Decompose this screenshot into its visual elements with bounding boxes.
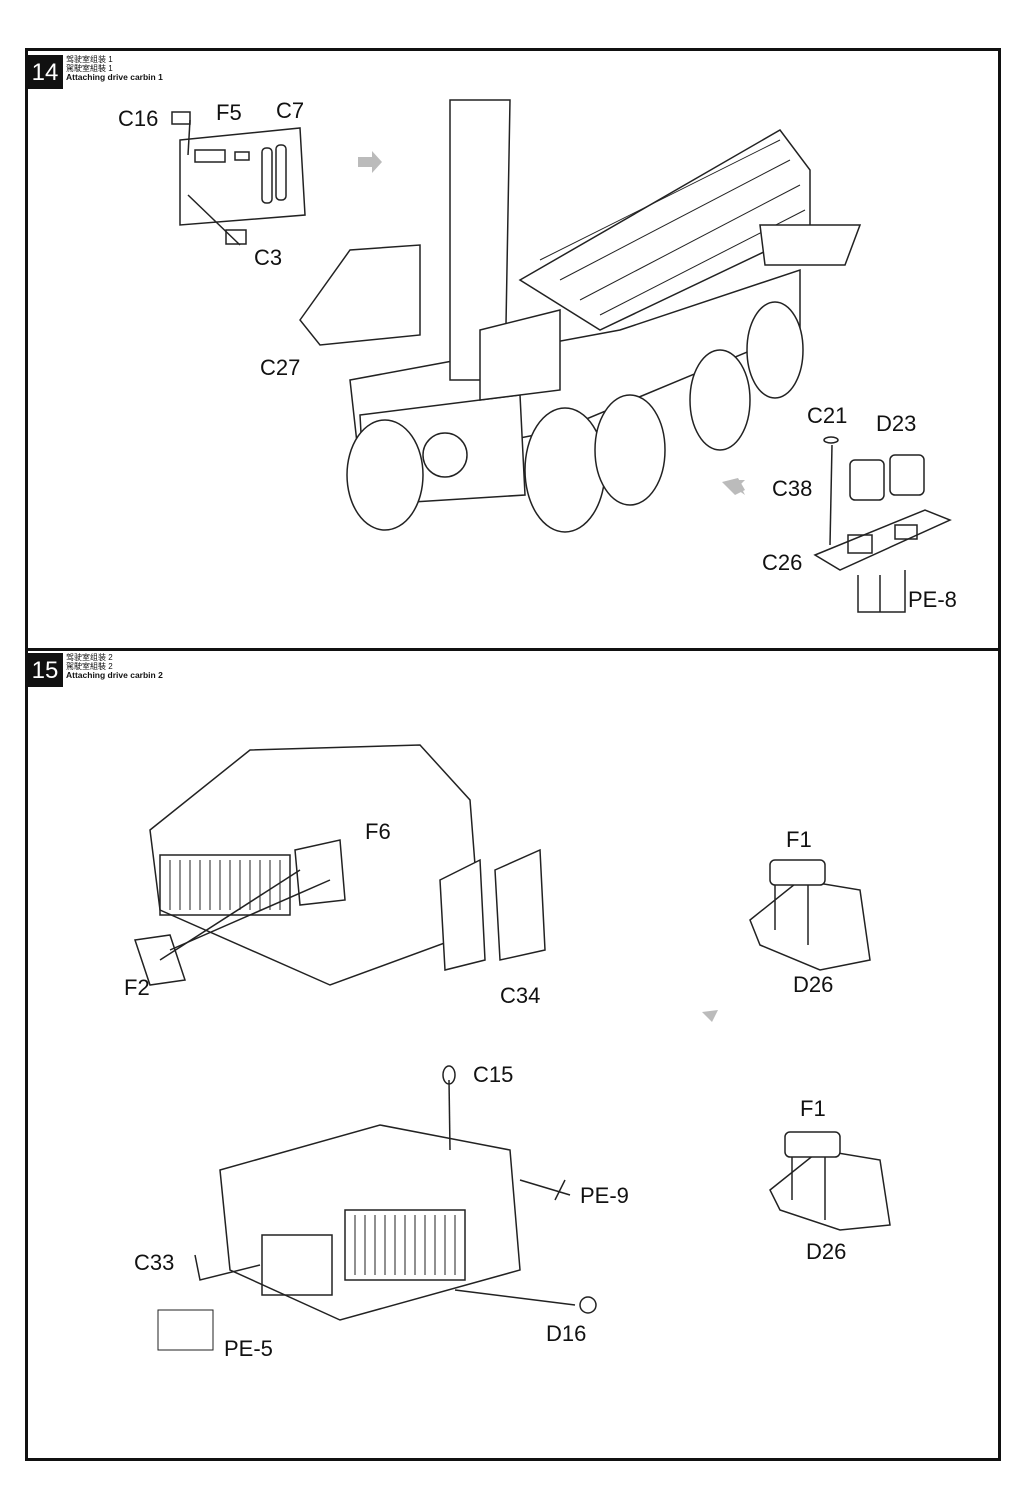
direction-arrow [722,478,745,495]
part-label-c34: C34 [500,983,541,1008]
launcher-truck-drawing [299,99,862,533]
truck-cab-drawing [134,744,546,986]
part-label-pe-5: PE-5 [224,1336,273,1361]
part-label-d16: D16 [546,1321,587,1346]
part-label-c3: C3 [254,245,283,270]
step-divider [25,648,1001,651]
part-label-f6: F6 [365,819,391,844]
part-label-c15: C15 [473,1062,514,1087]
part-label-f5: F5 [216,100,242,125]
seat-base-drawing-1 [749,859,871,971]
part-label-c33: C33 [134,1250,175,1275]
part-label-d26: D26 [793,972,834,997]
step-15-title-cn-traditional: 駕駛室組裝 2 [66,662,113,671]
part-label-pe-8: PE-8 [908,587,957,612]
part-label-d26-2: D26 [806,1239,847,1264]
step-14-header: 驾驶室组装 1 駕駛室組裝 1 Attaching drive carbin 1 [66,55,163,82]
step-14-title-en: Attaching drive carbin 1 [66,72,163,82]
part-label-c27: C27 [260,355,301,380]
step-15-number: 15 [27,653,63,687]
step-15-header: 驾驶室组装 2 駕駛室組裝 2 Attaching drive carbin 2 [66,653,163,680]
page-frame [25,48,1001,1461]
part-label-f2: F2 [124,975,150,1000]
cabin-panel-drawing [171,111,306,246]
seat-base-drawing-2 [769,1131,891,1231]
part-label-c21: C21 [807,403,848,428]
step-15-title-en: Attaching drive carbin 2 [66,670,163,680]
step-14-number: 14 [27,55,63,89]
part-label-f1: F1 [786,827,812,852]
step-14-title-cn-simplified: 驾驶室组装 1 [66,55,113,64]
truck-cab-lower-drawing [157,1065,597,1351]
part-label-c26: C26 [762,550,803,575]
part-label-c16: C16 [118,106,159,131]
part-label-d23: D23 [876,411,917,436]
part-label-f1-2: F1 [800,1096,826,1121]
part-label-c7: C7 [276,98,305,123]
direction-arrow [358,151,382,173]
step-15-title-cn-simplified: 驾驶室组装 2 [66,653,113,662]
direction-arrow [702,1010,718,1022]
step-14-title-cn-traditional: 駕駛室組裝 1 [66,64,113,73]
part-label-c38: C38 [772,476,813,501]
part-label-pe-9: PE-9 [580,1183,629,1208]
cabin-floor-seats-drawing [813,436,952,613]
